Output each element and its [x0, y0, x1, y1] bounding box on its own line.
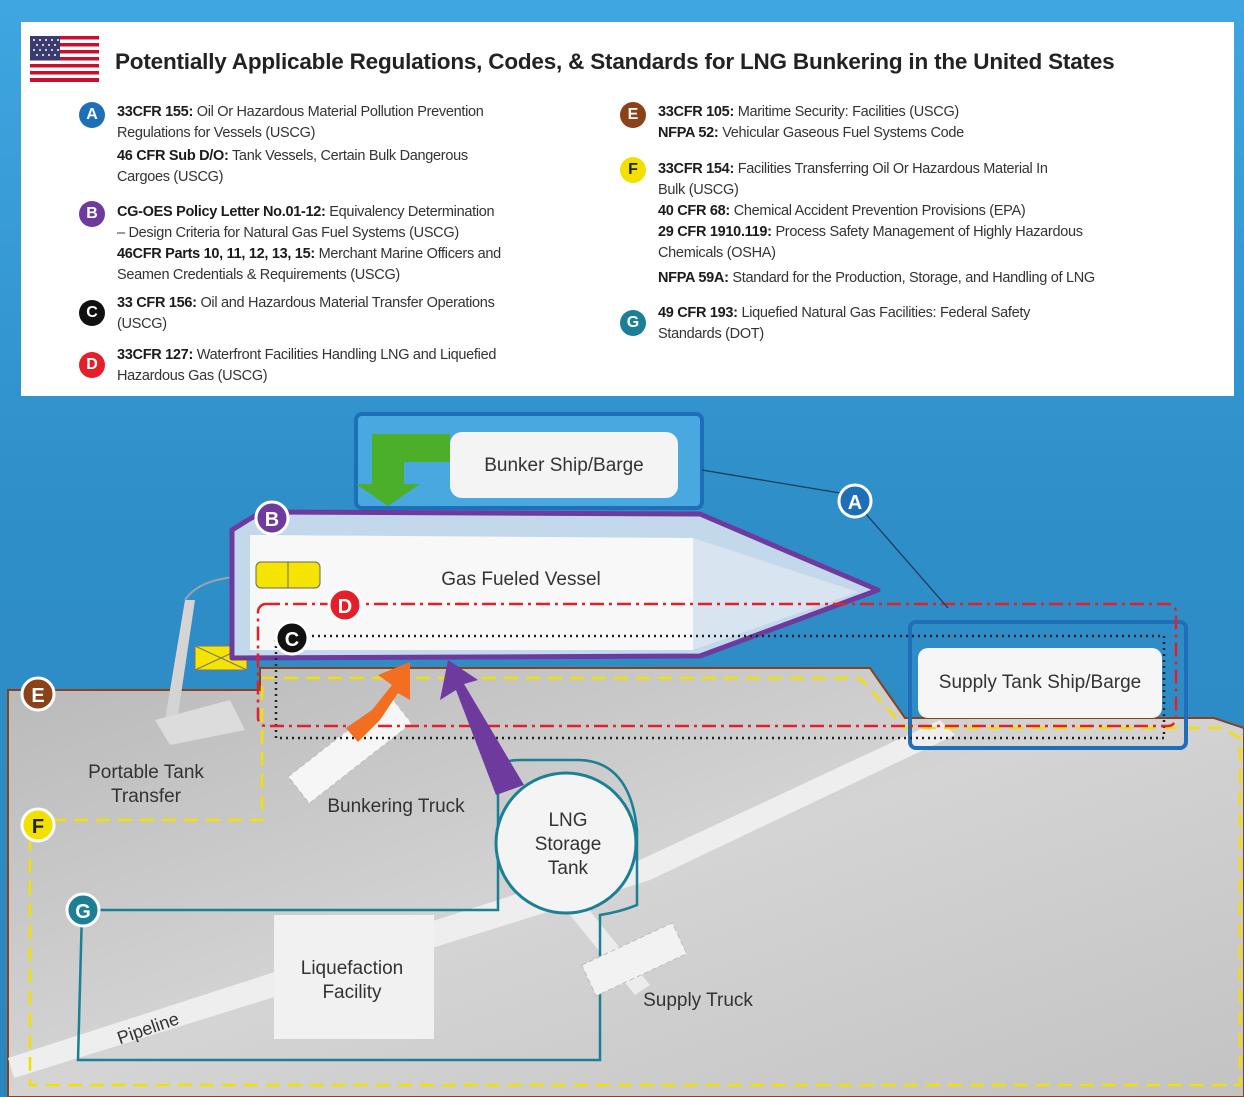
legend-entry-b1: CG-OES Policy Letter No.01-12: Equivalen… [117, 204, 495, 241]
zone-a-connector-bottom [865, 513, 949, 609]
legend-entry-a2: 46 CFR Sub D/O: Tank Vessels, Certain Bu… [117, 148, 468, 185]
zone-a-supply-frame [908, 620, 1188, 750]
legend-entry-c1: 33 CFR 156: Oil and Hazardous Material T… [117, 295, 495, 332]
svg-text:C: C [285, 629, 299, 651]
legend-badge-f: F [620, 157, 646, 183]
bunker-ship-barge [450, 432, 678, 498]
legend-badge-a: A [79, 102, 105, 128]
legend-title: Potentially Applicable Regulations, Code… [115, 49, 1115, 74]
legend-entry-e1: 33CFR 105: Maritime Security: Facilities… [658, 104, 959, 120]
zone-c-boundary [274, 634, 1166, 740]
legend-entry-e2: NFPA 52: Vehicular Gaseous Fuel Systems … [658, 125, 964, 141]
legend-badge-b: B [79, 201, 105, 227]
pipeline [8, 720, 955, 1078]
legend-badge-c: C [79, 300, 105, 326]
liquefaction-facility [274, 915, 434, 1039]
zone-d-boundary [256, 602, 1178, 728]
supply-tank-barge [918, 648, 1162, 718]
legend-badge-g: G [620, 310, 646, 336]
legend-entry-d1: 33CFR 127: Waterfront Facilities Handlin… [117, 347, 497, 384]
badge-a: A [837, 483, 873, 519]
purple-transfer-arrow [440, 660, 524, 795]
legend-entry-b2: 46CFR Parts 10, 11, 12, 13, 15: Merchant… [117, 246, 501, 283]
badge-g: G [65, 892, 101, 928]
legend-badge-e: E [620, 102, 646, 128]
svg-text:A: A [848, 492, 862, 514]
bunkering-truck-label: Bunkering Truck [327, 796, 465, 817]
supply-truck-label: Supply Truck [643, 990, 753, 1011]
badge-c: C [274, 620, 310, 656]
supply-truck [581, 922, 688, 997]
badge-f: F [20, 807, 56, 843]
legend-entry-f4: NFPA 59A: Standard for the Production, S… [658, 270, 1095, 286]
svg-text:G: G [75, 901, 91, 923]
legend-entry-f3: 29 CFR 1910.119: Process Safety Manageme… [658, 224, 1083, 261]
svg-text:D: D [338, 596, 352, 618]
us-flag-icon [30, 36, 99, 82]
badge-b: B [254, 500, 290, 536]
green-transfer-arrow [356, 434, 450, 506]
badge-e: E [20, 676, 56, 712]
lng-tank-label-1: LNG [548, 810, 587, 831]
gas-fueled-vessel [250, 535, 693, 650]
svg-text:B: B [265, 509, 279, 531]
legend-badge-d: D [79, 352, 105, 378]
legend-entry-f1: 33CFR 154: Facilities Transferring Oil O… [658, 161, 1048, 198]
badge-d: D [327, 587, 363, 623]
svg-text:F: F [32, 816, 44, 838]
portable-tank-label-2: Transfer [111, 786, 182, 807]
legend-entry-a1: 33CFR 155: Oil Or Hazardous Material Pol… [117, 104, 484, 141]
orange-transfer-arrow [346, 662, 410, 742]
legend-panel: Potentially Applicable Regulations, Code… [21, 22, 1234, 396]
gas-fueled-vessel-label: Gas Fueled Vessel [441, 569, 600, 590]
lng-tank-label-2: Storage [535, 834, 602, 855]
legend-entry-g1: 49 CFR 193: Liquefied Natural Gas Facili… [658, 305, 1031, 342]
legend-entry-f2: 40 CFR 68: Chemical Accident Prevention … [658, 203, 1026, 219]
lng-tank-label-3: Tank [548, 858, 589, 879]
liquefaction-label-2: Facility [322, 982, 382, 1003]
zone-a-connector-top [701, 469, 841, 494]
bunkering-truck [287, 695, 413, 805]
bunker-ship-label: Bunker Ship/Barge [484, 455, 644, 476]
supply-tank-label: Supply Tank Ship/Barge [939, 672, 1141, 693]
svg-text:E: E [31, 685, 44, 707]
lng-storage-tank [494, 771, 638, 915]
zone-f-boundary [28, 676, 1242, 1087]
portable-tank-label-1: Portable Tank [88, 762, 204, 783]
liquefaction-label-1: Liquefaction [301, 958, 403, 979]
